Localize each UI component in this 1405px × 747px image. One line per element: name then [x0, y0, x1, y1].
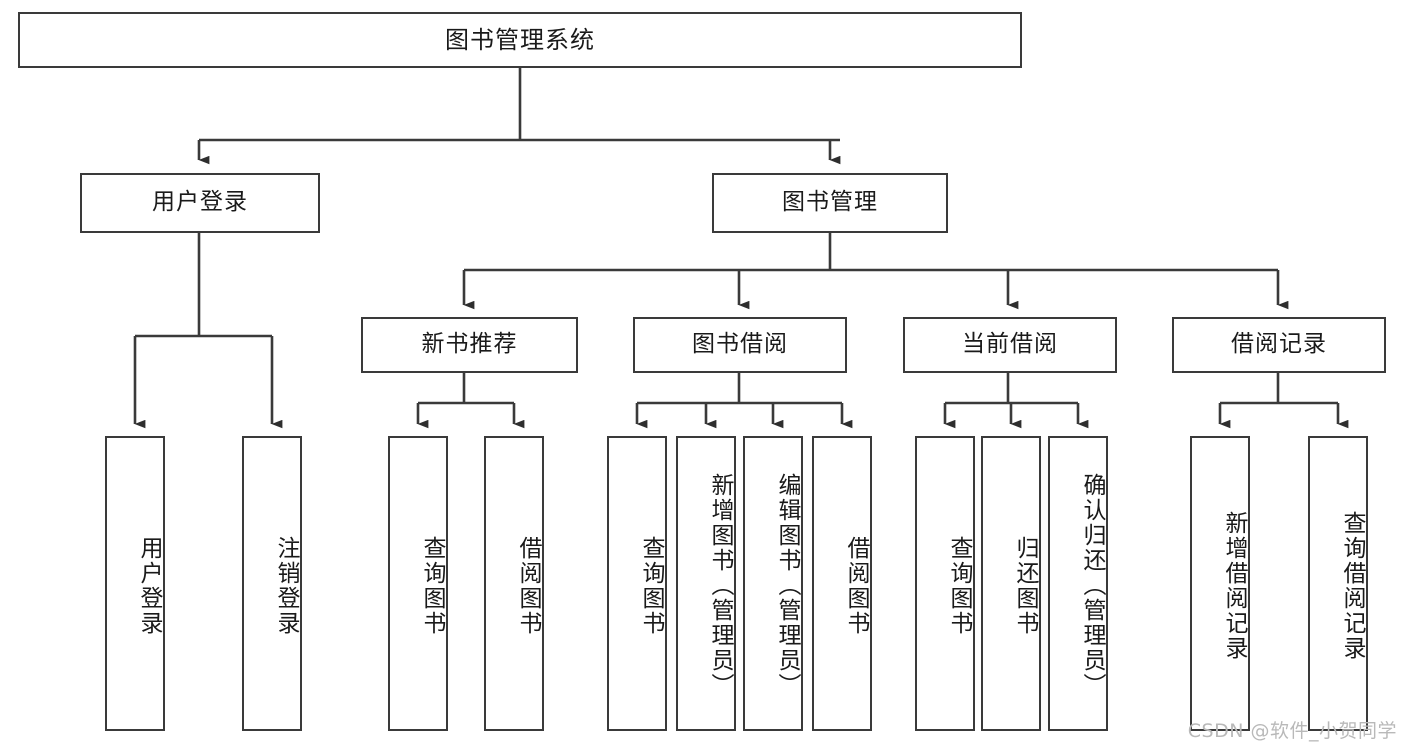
node-book-management-system[interactable]: 图书管理系统	[18, 12, 1022, 68]
node-leaf-return-book[interactable]: 归还图书	[981, 436, 1041, 731]
node-new-book-recommend[interactable]: 新书推荐	[361, 317, 578, 373]
node-leaf-query-record[interactable]: 查询借阅记录	[1308, 436, 1368, 731]
node-borrow-record[interactable]: 借阅记录	[1172, 317, 1386, 373]
node-label: 图书管理系统	[445, 25, 595, 54]
node-book-management[interactable]: 图书管理	[712, 173, 948, 233]
node-label: 查询借阅记录	[1339, 510, 1365, 661]
node-label: 查询图书	[638, 535, 664, 636]
node-book-borrow[interactable]: 图书借阅	[633, 317, 847, 373]
node-label: 确认归还（管理员）	[1079, 473, 1105, 698]
node-label: 编辑图书（管理员）	[774, 473, 800, 698]
node-label: 查询图书	[419, 535, 445, 636]
node-leaf-borrow-book-2[interactable]: 借阅图书	[812, 436, 872, 731]
node-label: 新书推荐	[421, 331, 518, 358]
node-label: 借阅图书	[843, 535, 869, 636]
node-current-borrow[interactable]: 当前借阅	[903, 317, 1117, 373]
node-label: 用户登录	[136, 535, 162, 636]
node-leaf-query-book-1[interactable]: 查询图书	[388, 436, 448, 731]
node-label: 新增借阅记录	[1221, 510, 1247, 661]
node-leaf-add-book[interactable]: 新增图书（管理员）	[676, 436, 736, 731]
node-leaf-query-book-3[interactable]: 查询图书	[915, 436, 975, 731]
node-leaf-confirm-return[interactable]: 确认归还（管理员）	[1048, 436, 1108, 731]
node-label: 查询图书	[946, 535, 972, 636]
node-label: 新增图书（管理员）	[707, 473, 733, 698]
csdn-watermark: CSDN @软件_小贺同学	[1187, 720, 1397, 742]
node-leaf-borrow-book-1[interactable]: 借阅图书	[484, 436, 544, 731]
node-label: 当前借阅	[962, 331, 1058, 358]
node-leaf-edit-book[interactable]: 编辑图书（管理员）	[743, 436, 803, 731]
node-user-login[interactable]: 用户登录	[80, 173, 320, 233]
node-label: 图书借阅	[692, 331, 788, 358]
node-label: 注销登录	[273, 535, 299, 636]
node-label: 图书管理	[782, 189, 878, 216]
node-label: 归还图书	[1012, 535, 1038, 636]
node-leaf-query-book-2[interactable]: 查询图书	[607, 436, 667, 731]
node-label: 用户登录	[152, 189, 248, 216]
node-leaf-user-logout[interactable]: 注销登录	[242, 436, 302, 731]
node-label: 借阅记录	[1231, 331, 1327, 358]
node-label: 借阅图书	[515, 535, 541, 636]
node-leaf-add-record[interactable]: 新增借阅记录	[1190, 436, 1250, 731]
node-leaf-user-login[interactable]: 用户登录	[105, 436, 165, 731]
